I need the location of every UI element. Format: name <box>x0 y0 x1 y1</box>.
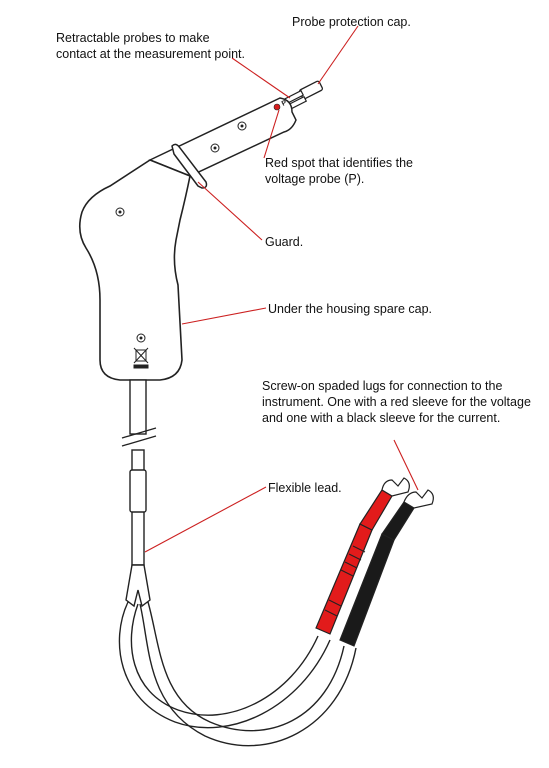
callout-red-spot <box>263 109 280 159</box>
flexible-lead-loop <box>118 601 357 747</box>
callout-spare-cap <box>181 307 267 325</box>
cable-upper <box>129 379 147 566</box>
callout-guard <box>197 181 263 241</box>
housing <box>78 159 191 381</box>
red-lead <box>315 477 410 635</box>
callout-spaded-lugs <box>393 439 419 491</box>
callout-lines <box>144 25 419 553</box>
barrel-screw-1-center <box>240 124 244 128</box>
barrel-screw-2-center <box>213 146 217 150</box>
label-flexible-lead: Flexible lead. <box>268 481 342 495</box>
label-probe-cap: Probe protection cap. <box>292 15 411 29</box>
label-red-spot: Red spot that identifies the voltage pro… <box>265 156 414 186</box>
spare-cap-screw-center <box>139 336 143 340</box>
probe-protection-cap <box>298 80 324 100</box>
housing-screw-center <box>118 210 122 214</box>
weee-bin-icon <box>133 347 149 369</box>
label-spare-cap: Under the housing spare cap. <box>268 302 432 316</box>
black-spade-lug <box>403 489 434 509</box>
black-lead <box>339 489 434 647</box>
label-guard: Guard. <box>265 235 304 249</box>
probe-mark: P <box>281 99 289 108</box>
cable-split <box>125 564 151 608</box>
callout-flexible-lead <box>144 486 267 553</box>
callout-retractable-probes <box>231 57 291 99</box>
label-spaded-lugs: Screw-on spaded lugs for connection to t… <box>262 379 531 425</box>
red-spade-lug <box>381 477 410 497</box>
cable-break-mark <box>121 427 157 447</box>
red-spot-marker <box>273 103 281 111</box>
guard <box>171 143 208 189</box>
label-retractable-probes: Retractable probes to make contact at th… <box>56 31 245 61</box>
callout-probe-cap <box>317 25 359 85</box>
